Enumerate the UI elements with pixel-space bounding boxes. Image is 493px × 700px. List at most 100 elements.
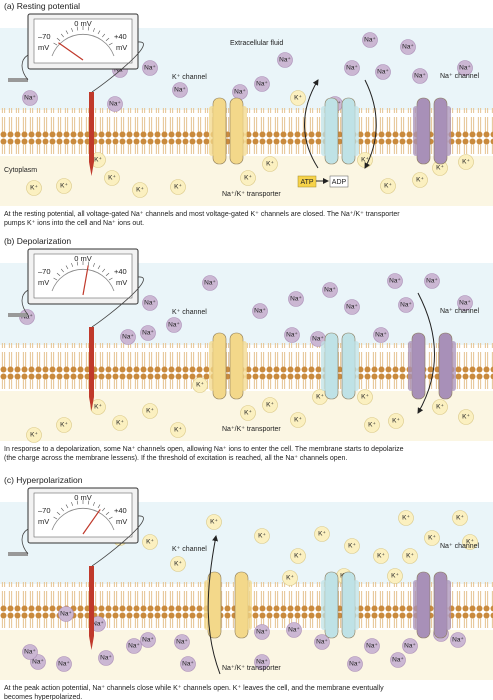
- na-ion: Na⁺: [140, 325, 156, 341]
- k-ion: K⁺: [290, 412, 306, 428]
- meter-tick: [97, 504, 101, 509]
- k-ion: K⁺: [56, 178, 72, 194]
- na-channel-outer-right: [445, 106, 451, 156]
- ion-label: Na⁺: [256, 629, 268, 636]
- ion-label: Na⁺: [375, 332, 387, 339]
- meter-tick: [105, 511, 110, 515]
- ion-circle: [373, 548, 389, 564]
- ion-label: K⁺: [318, 531, 326, 538]
- meter-face: [33, 253, 133, 299]
- ion-circle: [262, 397, 278, 413]
- na-channel-outer-left: [413, 106, 419, 156]
- ion-circle: [174, 634, 190, 650]
- na-k-transporter-outer-right: [353, 106, 359, 156]
- ion-label: K⁺: [244, 410, 252, 417]
- meter-needle: [82, 265, 89, 296]
- ion-circle: [314, 634, 330, 650]
- transporter-label: Na⁺/K⁺ transporter: [222, 426, 281, 433]
- meter-scale: [51, 507, 115, 531]
- k-ion: K⁺: [142, 534, 158, 550]
- k-channel-outer-left: [209, 341, 215, 391]
- ion-label: Na⁺: [279, 57, 291, 64]
- ion-circle: [98, 650, 114, 666]
- ion-circle: [424, 273, 440, 289]
- probe-wire: [91, 41, 144, 93]
- ion-label: K⁺: [210, 519, 218, 526]
- na-ion: Na⁺: [457, 295, 473, 311]
- ion-label: Na⁺: [402, 44, 414, 51]
- ion-label: Na⁺: [256, 659, 268, 666]
- meter-tick: [60, 268, 64, 273]
- ion-label: Na⁺: [349, 661, 361, 668]
- ion-label: K⁺: [60, 183, 68, 190]
- ion-label: K⁺: [316, 394, 324, 401]
- k-ion: K⁺: [112, 415, 128, 431]
- ion-circle: [254, 654, 270, 670]
- na-ion: Na⁺: [140, 632, 156, 648]
- ion-circle: [462, 534, 478, 550]
- k-channel-outer-right: [241, 106, 247, 156]
- ion-circle: [132, 182, 148, 198]
- na-out-arrow: [304, 79, 319, 169]
- ion-label: Na⁺: [346, 304, 358, 311]
- meter-tick: [92, 501, 95, 506]
- ion-circle: [277, 52, 293, 68]
- ion-circle: [390, 652, 406, 668]
- ion-circle: [22, 90, 38, 106]
- na-ion: Na⁺: [375, 64, 391, 80]
- ion-circle: [290, 90, 306, 106]
- ion-circle: [192, 377, 208, 393]
- ion-label: Na⁺: [404, 643, 416, 650]
- na-ion: Na⁺: [288, 291, 304, 307]
- ion-circle: [398, 297, 414, 313]
- k-channel-outer-right: [246, 580, 252, 630]
- ion-circle: [112, 415, 128, 431]
- meter-tick: [97, 265, 101, 270]
- k-channel-label: K⁺ channel: [172, 74, 207, 81]
- meter-tick: [53, 516, 58, 520]
- meter-tick: [97, 30, 101, 35]
- ion-circle: [387, 568, 403, 584]
- ion-label: K⁺: [416, 177, 424, 184]
- meter-scale: [51, 33, 115, 57]
- meter-minus-label: –70: [38, 32, 51, 41]
- ion-circle: [56, 656, 72, 672]
- k-ion: K⁺: [26, 180, 42, 196]
- ion-circle: [120, 329, 136, 345]
- na-ion: Na⁺: [98, 650, 114, 666]
- meter-tick: [108, 42, 113, 46]
- ion-circle: [56, 417, 72, 433]
- ion-label: Na⁺: [377, 69, 389, 76]
- ion-circle: [452, 510, 468, 526]
- meter-tick: [65, 30, 69, 35]
- ion-label: K⁺: [174, 427, 182, 434]
- k-ion: K⁺: [142, 403, 158, 419]
- na-channel-label: Na⁺ channel: [440, 308, 480, 315]
- ion-circle: [373, 327, 389, 343]
- ion-circle: [142, 403, 158, 419]
- ion-label: Na⁺: [316, 639, 328, 646]
- k-ion: K⁺: [170, 556, 186, 572]
- k-ion: K⁺: [412, 172, 428, 188]
- panel-caption-line: pumps K⁺ ions into the cell and Na⁺ ions…: [4, 220, 144, 227]
- ion-label: Na⁺: [256, 81, 268, 88]
- na-ion: Na⁺: [142, 60, 158, 76]
- meter-tick: [92, 262, 95, 267]
- ion-label: Na⁺: [92, 621, 104, 628]
- k-channel-label: K⁺ channel: [172, 546, 207, 553]
- ion-label: Na⁺: [254, 308, 266, 315]
- k-channel-outer-left: [209, 106, 215, 156]
- probe-wire: [91, 276, 144, 328]
- ion-label: K⁺: [116, 420, 124, 427]
- k-ion: K⁺: [290, 90, 306, 106]
- ion-label: K⁺: [348, 543, 356, 550]
- na-k-transporter-outer-right: [353, 341, 359, 391]
- ion-label: Na⁺: [109, 101, 121, 108]
- ion-label: Na⁺: [32, 659, 44, 666]
- ion-circle: [288, 291, 304, 307]
- ion-label: K⁺: [174, 184, 182, 191]
- na-channel-outer-right: [450, 341, 456, 391]
